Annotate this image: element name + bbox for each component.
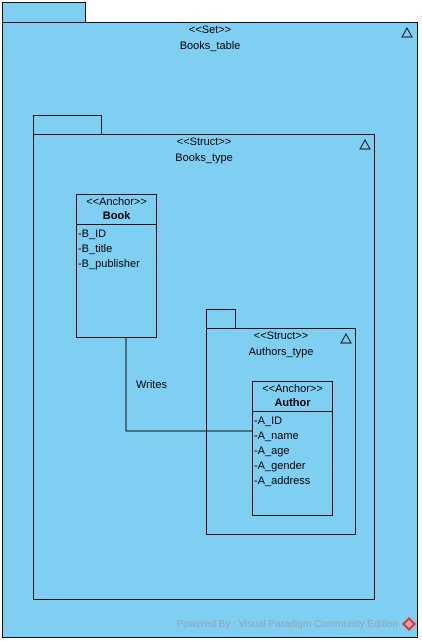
attribute: -A_age [254, 445, 290, 457]
attribute: -A_ID [254, 415, 283, 427]
attribute: -A_name [254, 430, 299, 442]
attribute: -A_gender [254, 460, 306, 472]
triangle-icon [359, 139, 371, 150]
attribute: -B_ID [78, 228, 107, 240]
attribute: -B_title [78, 243, 113, 255]
books-table-name: Books_table [179, 40, 241, 52]
book-class-header: <<Anchor>> Book [77, 195, 156, 225]
book-class[interactable]: <<Anchor>> Book -B_ID -B_title -B_publis… [76, 194, 157, 338]
book-name: Book [102, 210, 131, 222]
visual-paradigm-logo-icon [402, 617, 416, 631]
books-type-stereotype: <<Struct>> [176, 136, 232, 148]
association-label: Writes [136, 379, 167, 391]
author-stereotype: <<Anchor>> [262, 383, 323, 395]
author-attributes: -A_ID -A_name -A_age -A_gender -A_addres… [253, 412, 332, 489]
powered-by-watermark: Powered By : Visual Paradigm Community E… [176, 619, 398, 630]
book-stereotype: <<Anchor>> [86, 196, 147, 208]
book-attributes: -B_ID -B_title -B_publisher [77, 225, 156, 272]
author-class[interactable]: <<Anchor>> Author -A_ID -A_name -A_age -… [252, 381, 333, 516]
attribute: -A_address [254, 475, 311, 487]
author-name: Author [274, 397, 311, 409]
authors-type-name: Authors_type [248, 346, 314, 358]
author-class-header: <<Anchor>> Author [253, 382, 332, 412]
books-type-name: Books_type [175, 152, 233, 164]
books-table-stereotype: <<Set>> [188, 24, 232, 36]
attribute: -B_publisher [78, 258, 140, 270]
triangle-icon [340, 333, 352, 344]
triangle-icon [401, 27, 413, 38]
authors-type-stereotype: <<Struct>> [253, 330, 309, 342]
